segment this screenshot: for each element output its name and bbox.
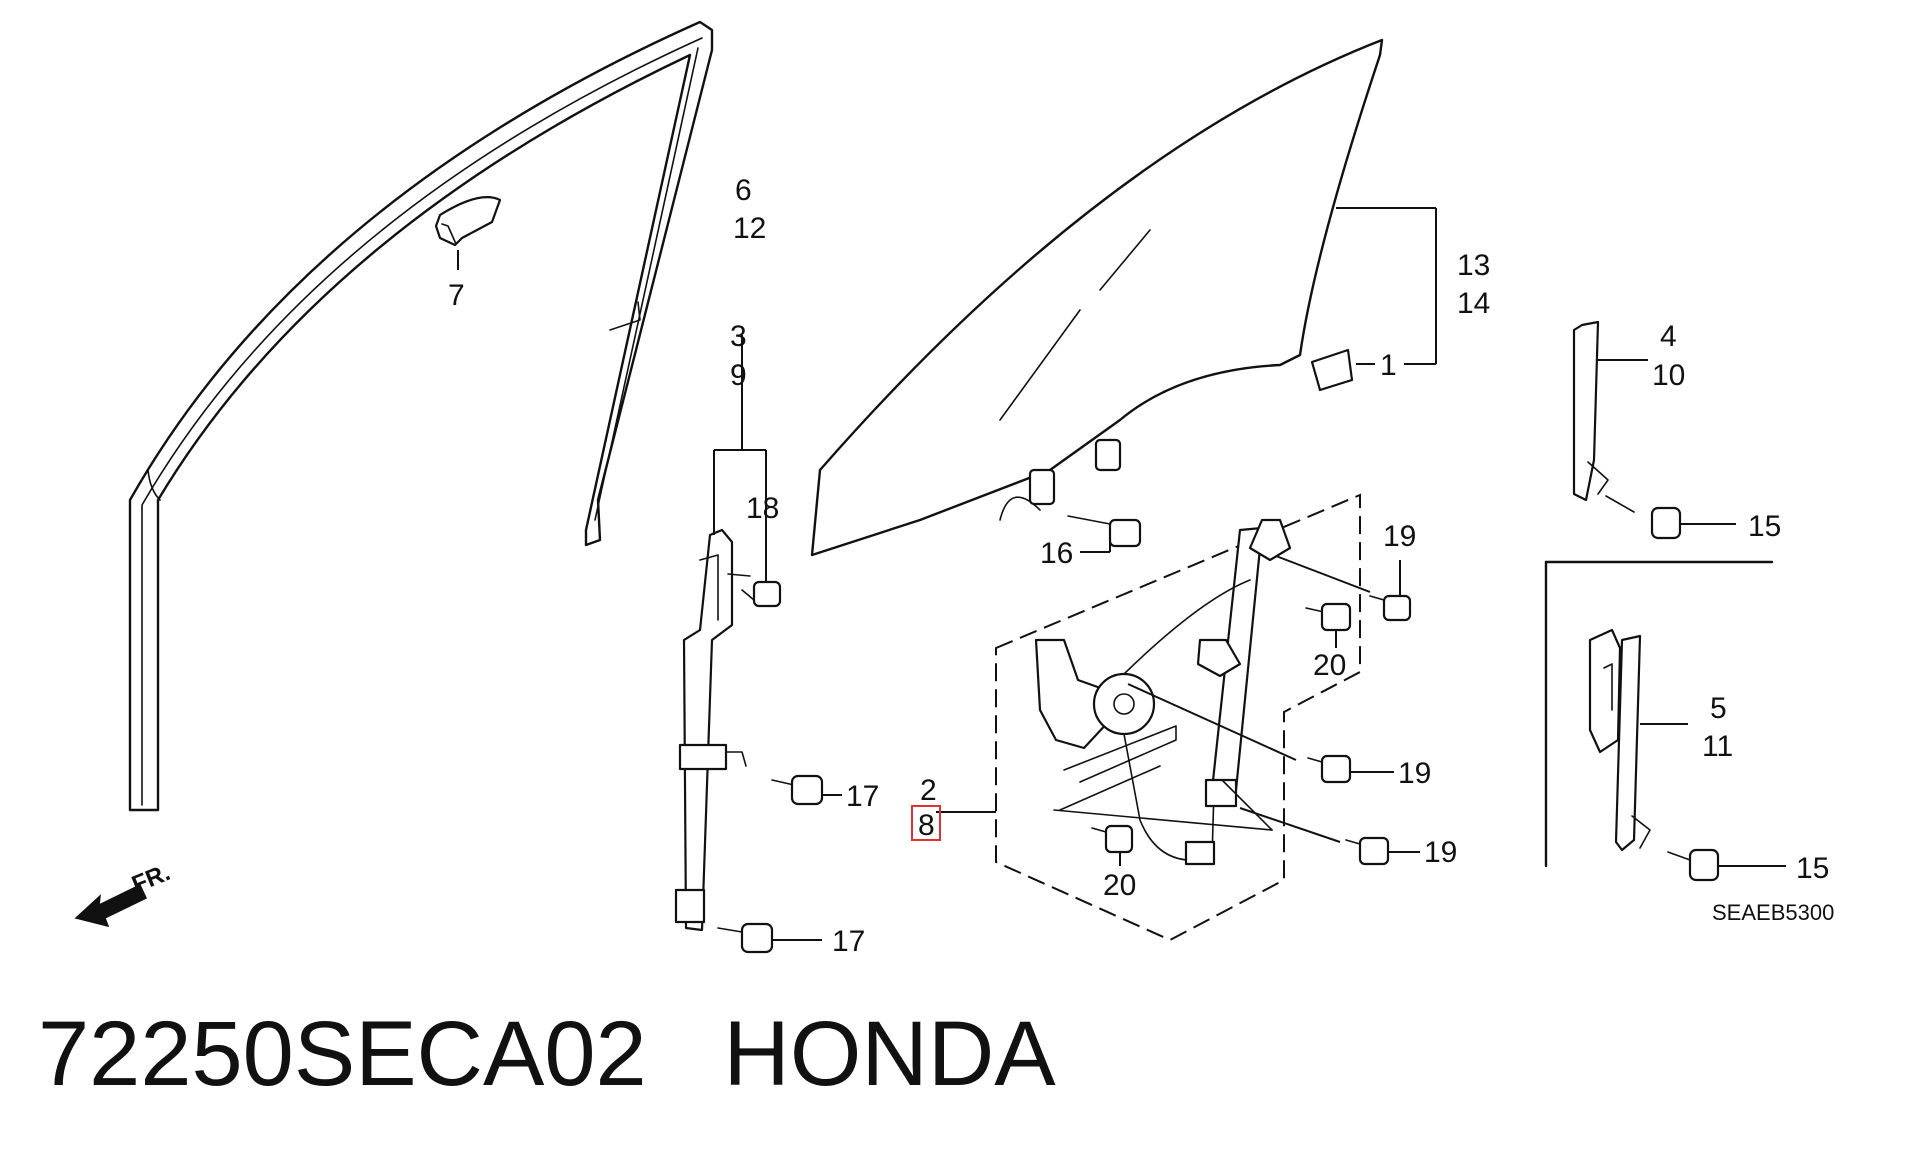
bolt-19-low [1239, 807, 1420, 866]
front-channel [1572, 320, 1736, 540]
bolt-19-mid [1127, 683, 1394, 784]
callout-19-mid: 19 [1398, 757, 1431, 790]
bolt-17-upper [771, 774, 842, 806]
callout-7: 7 [448, 279, 465, 312]
part-number: 72250SECA02 [38, 1003, 647, 1105]
bolt-17-lower [717, 922, 822, 954]
callout-3: 3 [730, 320, 747, 353]
callout-6: 6 [735, 174, 752, 207]
callout-18: 18 [746, 492, 779, 525]
door-glass [810, 38, 1437, 557]
callout-2: 2 [920, 774, 937, 807]
callout-20-low: 20 [1103, 869, 1136, 902]
callout-16: 16 [1040, 537, 1073, 570]
inset-channel [1588, 628, 1786, 882]
callout-13: 13 [1457, 249, 1490, 282]
sash-bracket [434, 196, 502, 270]
callout-17-lower: 17 [832, 925, 865, 958]
direction-label: FR. [128, 859, 174, 899]
bolt-20-top [1305, 602, 1352, 648]
bolt-19-top [1275, 555, 1412, 622]
callout-11: 11 [1702, 730, 1733, 763]
callout-19-low: 19 [1424, 836, 1457, 869]
callout-15-upper: 15 [1748, 510, 1781, 543]
bolt-20-low [1059, 765, 1161, 866]
callout-17-upper: 17 [846, 780, 879, 813]
drawing-code: SEAEB5300 [1712, 900, 1834, 925]
brand-name: HONDA [723, 1003, 1056, 1105]
callout-10: 10 [1652, 359, 1685, 392]
bolt-16 [1067, 515, 1142, 553]
highlight-box [911, 805, 941, 841]
inset-frame [1544, 560, 1774, 868]
callout-8: 8 [918, 809, 935, 842]
callout-9: 9 [730, 359, 747, 392]
window-regulator [936, 493, 1361, 942]
door-sash-channel [128, 20, 714, 812]
callout-4: 4 [1660, 320, 1677, 353]
callout-15-lower: 15 [1796, 852, 1829, 885]
bolt-18 [727, 573, 782, 608]
callout-14: 14 [1457, 287, 1490, 320]
rear-channel [674, 335, 767, 932]
callout-12: 12 [733, 212, 766, 245]
callout-1: 1 [1380, 349, 1397, 382]
callout-19-top: 19 [1383, 520, 1416, 553]
part-caption: 72250SECA02 HONDA [38, 1008, 1056, 1100]
callout-5: 5 [1710, 692, 1727, 725]
callout-20-top: 20 [1313, 649, 1346, 682]
front-direction-arrow-icon [74, 883, 147, 928]
